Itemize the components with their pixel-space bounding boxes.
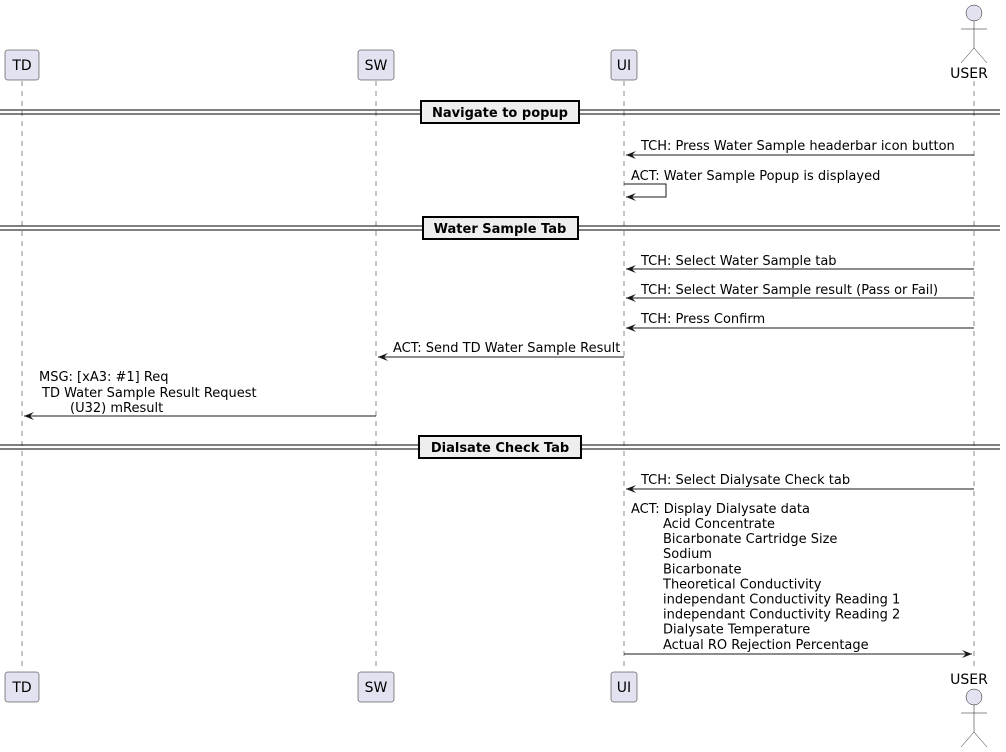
message-press-confirm-label: TCH: Press Confirm [640,312,765,327]
dialysate-data-item: Theoretical Conductivity [662,577,822,592]
participant-td-label: TD [11,58,31,74]
message-select-result-label: TCH: Select Water Sample result (Pass or… [640,283,938,298]
arrowhead-icon [378,353,388,361]
arrowhead-icon [24,412,34,420]
message-press-icon: TCH: Press Water Sample headerbar icon b… [626,139,974,159]
arrowhead-icon [962,650,972,658]
stick-figure-icon [960,688,988,748]
dialysate-data-item: Actual RO Rejection Percentage [663,638,869,653]
dialysate-data-item: independant Conductivity Reading 2 [663,608,900,623]
arrowhead-icon [626,193,636,201]
message-display-dialysate: ACT: Display Dialysate data Acid Concent… [624,502,972,658]
divider-water-sample-label: Water Sample Tab [434,222,567,237]
message-send-result: ACT: Send TD Water Sample Result [378,341,624,361]
participant-sw-top: SW [357,49,395,81]
message-popup-displayed: ACT: Water Sample Popup is displayed [624,169,880,201]
participant-sw-label: SW [365,58,388,74]
participant-ui-top: UI [610,49,638,81]
divider-water-sample: Water Sample Tab [0,216,1000,240]
dialysate-data-item: independant Conductivity Reading 1 [663,593,900,608]
dialysate-data-item: Sodium [663,547,712,562]
divider-dialysate: Dialsate Check Tab [0,435,1000,459]
message-result-request-line3: (U32) mResult [70,401,163,416]
message-display-dialysate-head: ACT: Display Dialysate data [631,502,810,517]
message-result-request-line1: MSG: [xA3: #1] Req [39,370,169,385]
participant-td-label: TD [11,680,31,696]
dialysate-data-item: Acid Concentrate [663,517,775,532]
message-select-result: TCH: Select Water Sample result (Pass or… [626,283,974,302]
message-send-result-label: ACT: Send TD Water Sample Result [393,341,620,356]
message-press-icon-label: TCH: Press Water Sample headerbar icon b… [640,139,955,154]
actor-user-top: USER [950,4,988,82]
arrowhead-icon [626,151,636,159]
arrowhead-icon [626,485,636,493]
actor-user-label: USER [950,66,988,82]
participant-sw-label: SW [365,680,388,696]
message-select-dialysate-label: TCH: Select Dialysate Check tab [640,473,850,488]
participant-ui-label: UI [617,58,631,74]
arrowhead-icon [626,294,636,302]
message-select-tab: TCH: Select Water Sample tab [626,254,974,273]
participant-td-top: TD [4,49,40,81]
divider-navigate-label: Navigate to popup [432,106,568,121]
dialysate-data-item: Bicarbonate Cartridge Size [663,532,837,547]
message-press-confirm: TCH: Press Confirm [626,312,974,332]
participant-sw-bottom: SW [357,671,395,703]
participant-ui-bottom: UI [610,671,638,703]
stick-figure-icon [960,4,988,64]
actor-user-bottom: USER [950,672,988,748]
arrowhead-icon [626,324,636,332]
participant-ui-label: UI [617,680,631,696]
message-result-request-line2: TD Water Sample Result Request [41,386,257,401]
message-result-request: MSG: [xA3: #1] Req TD Water Sample Resul… [24,370,376,420]
actor-user-label: USER [950,672,988,688]
divider-navigate: Navigate to popup [0,100,1000,124]
dialysate-data-item: Bicarbonate [663,562,742,577]
arrowhead-icon [626,265,636,273]
divider-dialysate-label: Dialsate Check Tab [431,441,569,456]
dialysate-data-item: Dialysate Temperature [663,623,810,638]
message-select-dialysate: TCH: Select Dialysate Check tab [626,473,974,493]
message-select-tab-label: TCH: Select Water Sample tab [640,254,837,269]
message-popup-displayed-label: ACT: Water Sample Popup is displayed [631,169,880,184]
participant-td-bottom: TD [4,671,40,703]
